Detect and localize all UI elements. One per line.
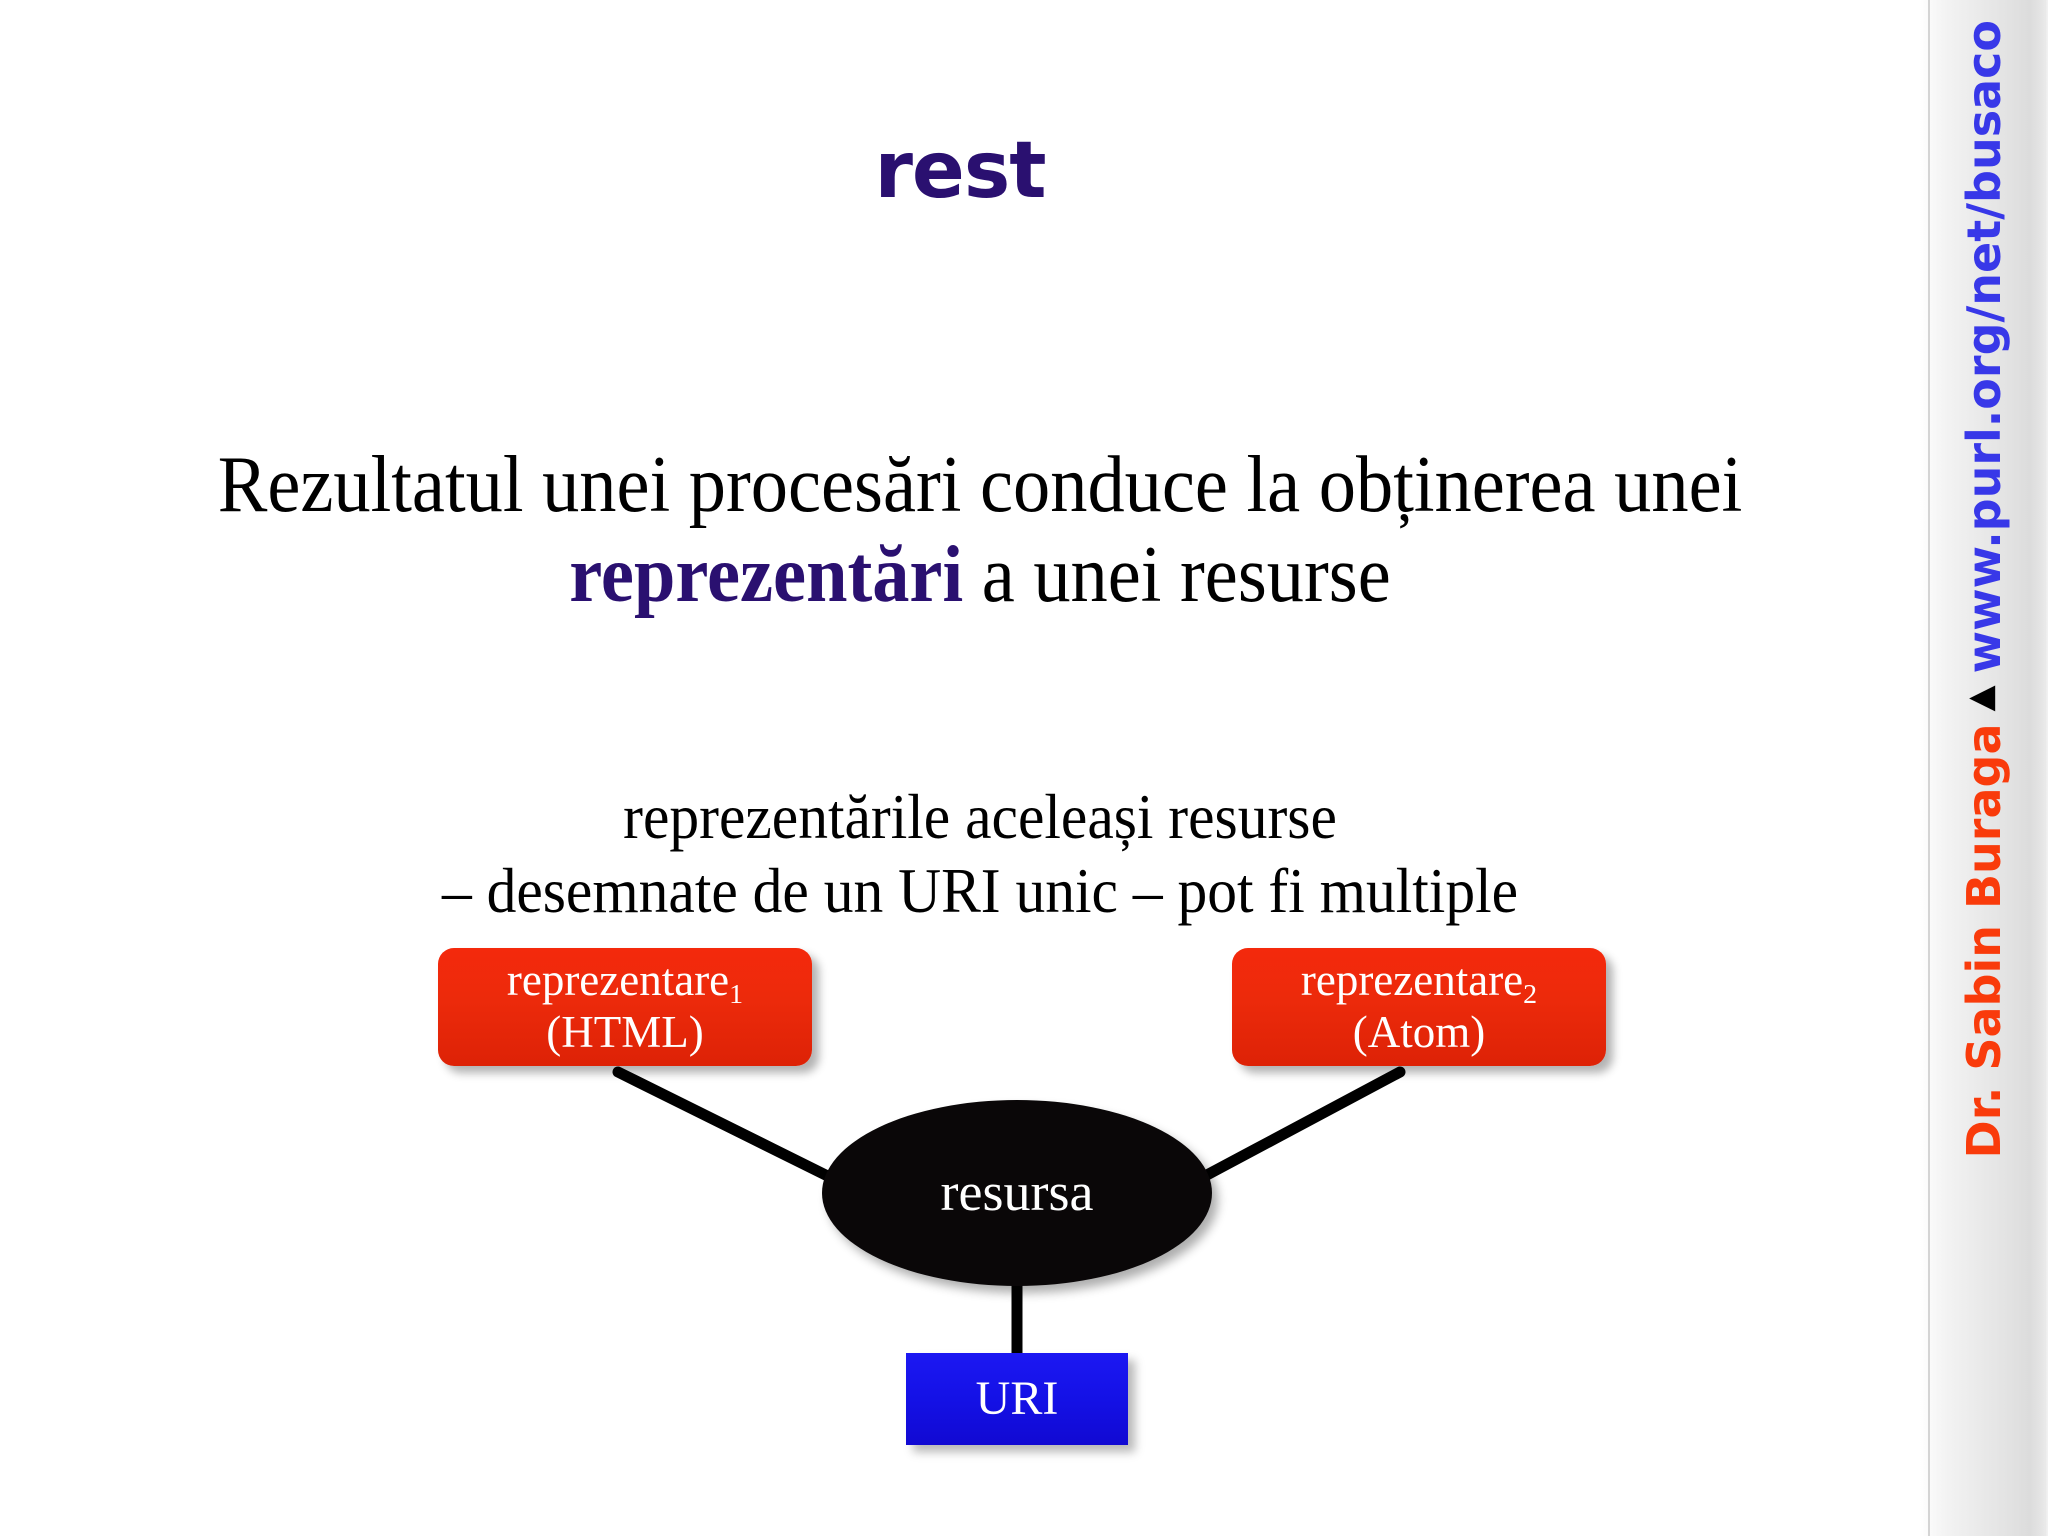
sidebar-divider-left [1928, 0, 1930, 1536]
sub-statement-line-1: reprezentările aceleași resurse [623, 781, 1337, 852]
representation-1-index: 1 [729, 978, 744, 1010]
sidebar: Dr. Sabin Buraga ▲ www.purl.org/net/busa… [1920, 0, 2048, 1536]
resource-node: resursa [822, 1100, 1212, 1286]
sidebar-url-link[interactable]: www.purl.org/net/busaco [1957, 20, 2011, 674]
representation-1-format: (HTML) [546, 1007, 704, 1058]
page-title: rest [874, 126, 1046, 216]
main-statement-highlight: reprezentări [569, 531, 964, 620]
representation-2-index: 2 [1523, 978, 1538, 1010]
resource-label: resursa [940, 1162, 1094, 1223]
representation-1-label: reprezentare1 [506, 954, 744, 1010]
representation-2-node: reprezentare2 (Atom) [1232, 948, 1606, 1066]
representation-2-name: reprezentare [1300, 954, 1524, 1005]
uri-node: URI [906, 1353, 1128, 1445]
sidebar-author-name: Dr. Sabin Buraga [1957, 723, 2011, 1159]
sidebar-credit: Dr. Sabin Buraga ▲ www.purl.org/net/busa… [1920, 0, 2048, 1536]
main-statement: Rezultatul unei procesări conduce la obț… [124, 440, 1835, 621]
main-statement-part1: Rezultatul unei procesări conduce la obț… [217, 441, 1743, 529]
sidebar-divider-right [2044, 0, 2046, 1536]
representation-2-format: (Atom) [1352, 1007, 1486, 1058]
uri-label: URI [975, 1371, 1059, 1425]
main-statement-part2: a unei resurse [963, 531, 1391, 620]
representation-2-label: reprezentare2 [1300, 954, 1538, 1010]
diagram-connectors [612, 1066, 1406, 1366]
representation-1-name: reprezentare [506, 954, 730, 1005]
sub-statement-line-2: – desemnate de un URI unic – pot fi mult… [441, 854, 1519, 926]
representation-1-node: reprezentare1 (HTML) [438, 948, 812, 1066]
sub-statement: reprezentările aceleași resurse – desemn… [124, 780, 1835, 927]
triangle-icon: ▲ [1960, 685, 2000, 712]
